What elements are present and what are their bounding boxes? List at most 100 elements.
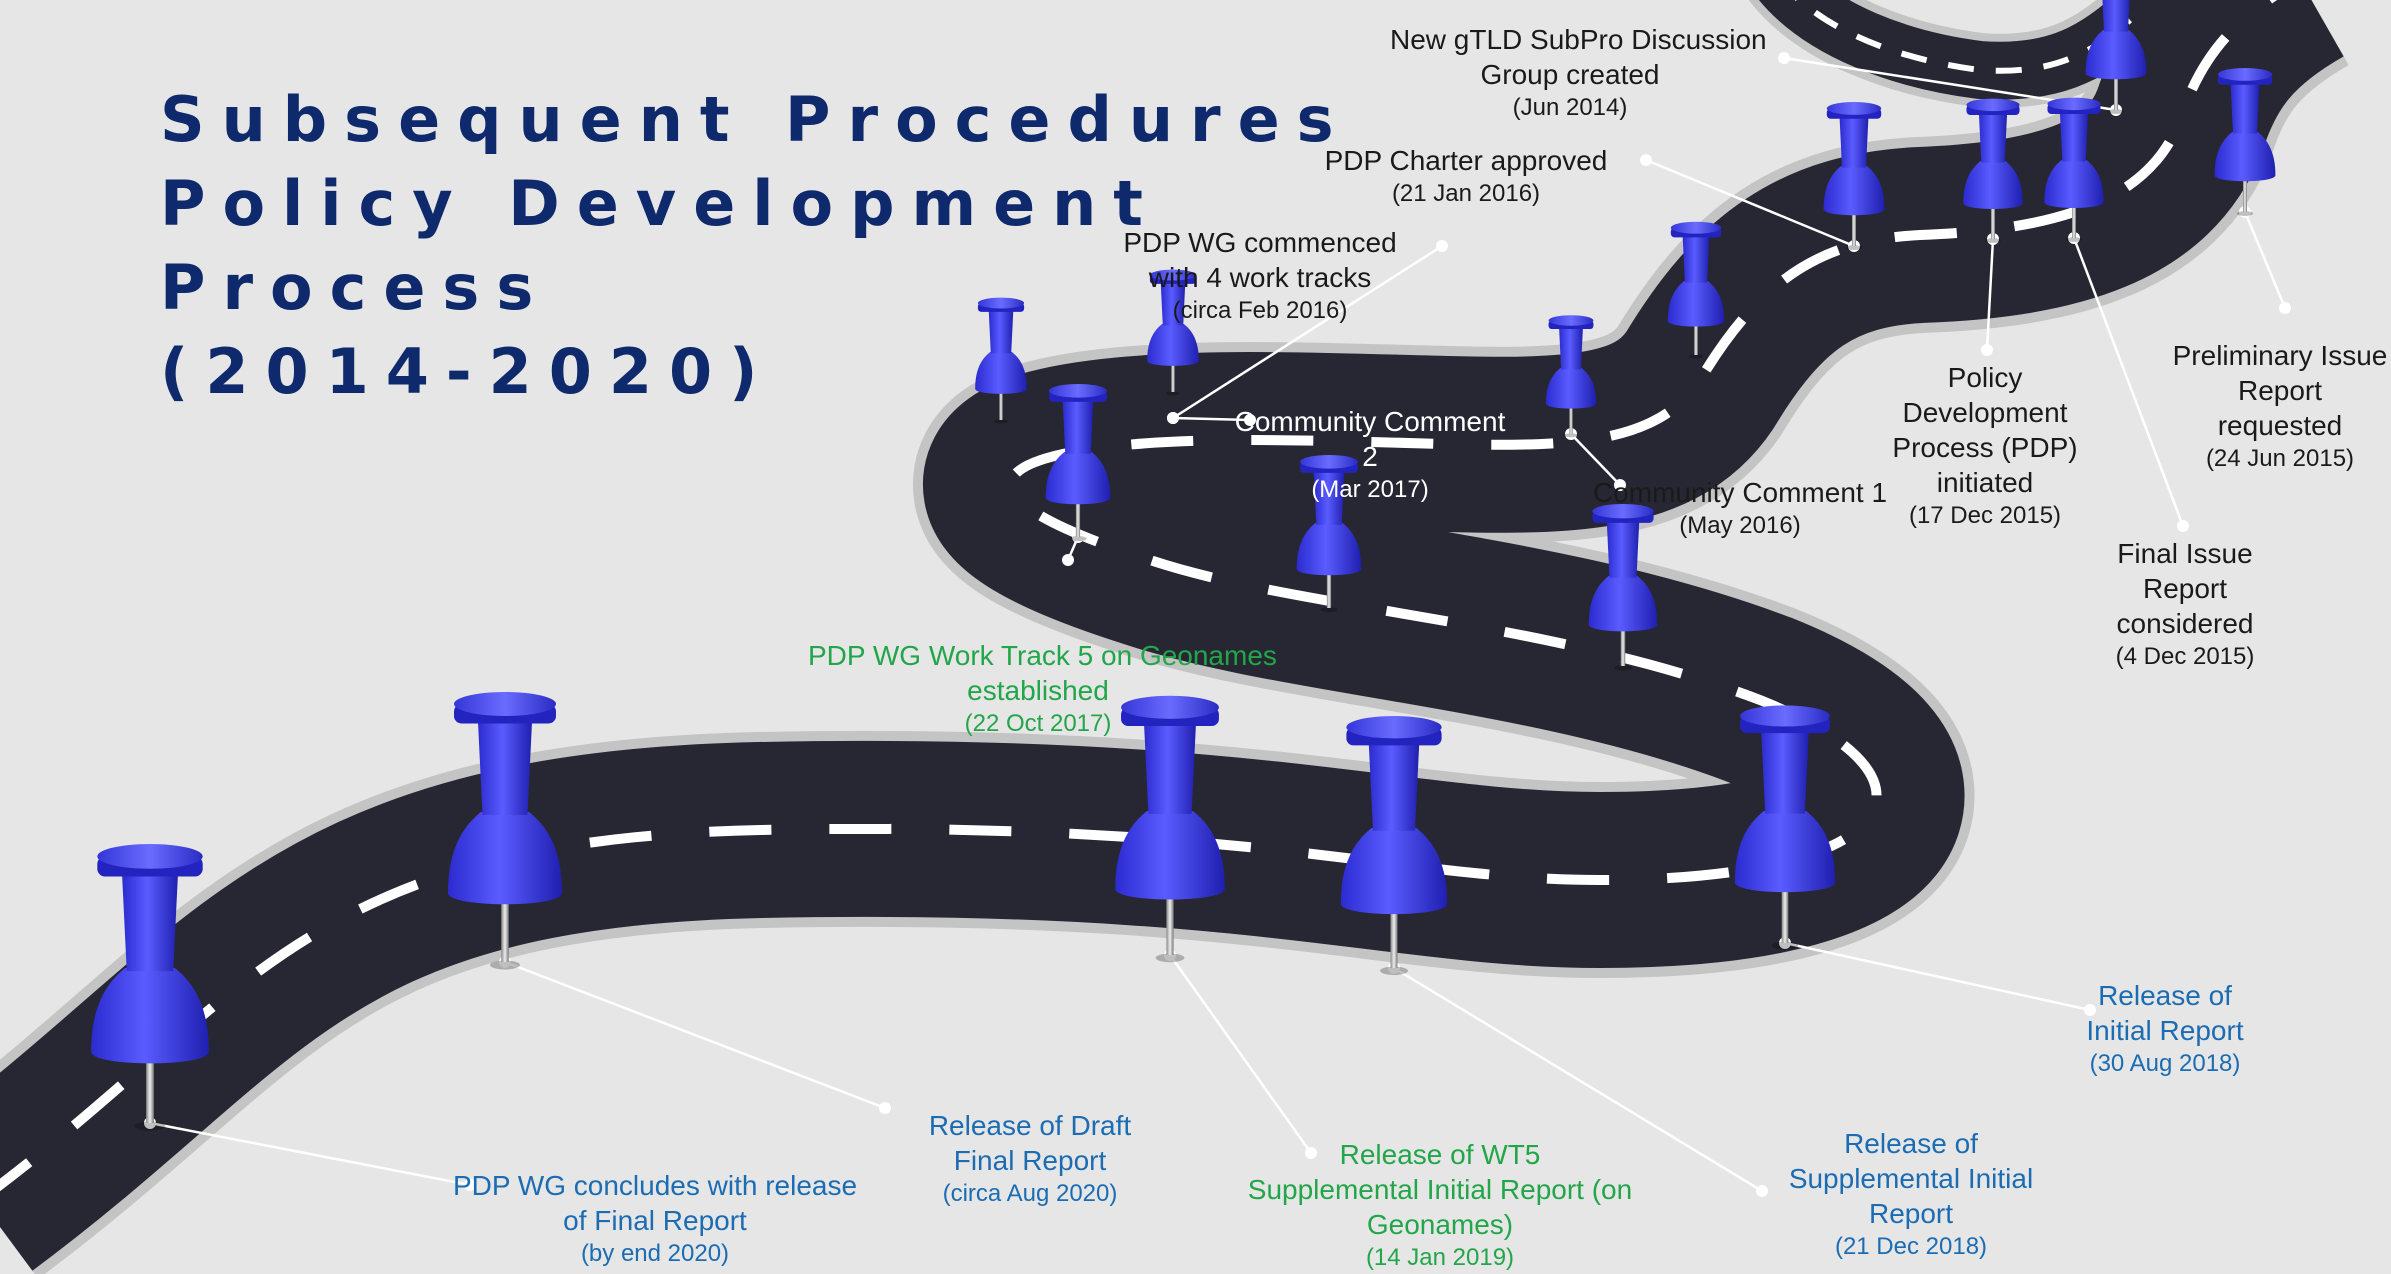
pushpin (2044, 97, 2104, 242)
label-line: initiated (1936, 467, 2034, 498)
leader-dot (2177, 520, 2189, 532)
milestone-label-final-report: PDP WG concludes with release of Final R… (440, 1168, 870, 1269)
leader-dot (1614, 479, 1626, 491)
leader-line (1172, 244, 1443, 420)
milestone-date: (Mar 2017) (1311, 476, 1429, 503)
leader-dot (879, 1102, 891, 1114)
pushpin (1296, 455, 1362, 613)
milestone-label-community-comment-2: Community Comment 2 (Mar 2017) (1220, 404, 1520, 505)
label-line: Release of (1844, 1128, 1978, 1159)
label-line: requested (2217, 410, 2343, 441)
milestone-label-supplemental-initial-report: Release of Supplemental Initial Report (… (1766, 1126, 2056, 1262)
milestone-label-pdp-charter-approved: PDP Charter approved (21 Jan 2016) (1316, 143, 1616, 209)
label-line: Final Issue (2117, 538, 2253, 569)
pushpin (1045, 384, 1111, 542)
leader-dot (1640, 154, 1652, 166)
leader-line (1172, 416, 1251, 422)
pushpin (1340, 716, 1448, 975)
leader-line (149, 1121, 471, 1187)
leader-dot (1436, 240, 1448, 252)
milestone-date: (24 Jun 2015) (2205, 445, 2355, 472)
title-line-2: Policy Development (160, 167, 1160, 240)
milestone-label-draft-final-report: Release of Draft Final Report (circa Aug… (910, 1108, 1150, 1209)
label-line: Preliminary Issue (2172, 340, 2388, 371)
label-line: Final Report (953, 1145, 1107, 1176)
label-line: Initial Report (2086, 1015, 2244, 1046)
pushpins (91, 0, 2276, 1131)
leader-dot (1305, 1147, 1317, 1159)
road-center-dashes (0, 0, 2278, 1192)
milestone-date: (17 Dec 2015) (1908, 502, 2062, 529)
milestone-label-pdp-wg-commenced: PDP WG commenced with 4 work tracks (cir… (1110, 225, 1410, 326)
page-title: Subsequent Procedures Policy Development… (160, 78, 1351, 414)
milestone-date: (4 Dec 2015) (2115, 643, 2255, 670)
leader-line (1985, 238, 1995, 351)
label-line: Community Comment 1 (1592, 477, 1888, 508)
milestone-date: (by end 2020) (580, 1240, 730, 1267)
leader-dot (2068, 232, 2080, 244)
milestone-date: (14 Jan 2019) (1365, 1244, 1515, 1271)
leader-dot (1981, 344, 1993, 356)
label-line: Report (2237, 375, 2323, 406)
pushpin (1588, 504, 1658, 671)
milestone-date: (circa Aug 2020) (942, 1180, 1118, 1207)
label-line: Release of WT5 (1339, 1139, 1541, 1170)
milestone-label-final-issue-report: Final Issue Report considered (4 Dec 201… (2090, 536, 2280, 672)
leader-line (1570, 433, 1621, 486)
label-line: Release of (2098, 980, 2232, 1011)
leader-dot (1062, 554, 1074, 566)
pushpin (1545, 315, 1597, 438)
milestone-label-new-gtld-discussion-group: New gTLD SubPro Discussion Group created… (1390, 22, 1767, 123)
label-line: Supplemental Initial Report (on (1247, 1174, 1633, 1205)
leader-dot (1987, 233, 1999, 245)
leader-dot (2084, 1004, 2096, 1016)
pushpin (2085, 0, 2147, 114)
label-line: PDP Charter approved (1324, 145, 1608, 176)
milestone-date: (circa Feb 2016) (1172, 297, 1348, 324)
leader-lines (144, 52, 2291, 1197)
pushpin (1734, 705, 1836, 950)
milestone-label-initial-report: Release of Initial Report (30 Aug 2018) (2050, 978, 2280, 1079)
title-line-1: Subsequent Procedures (160, 83, 1351, 156)
label-line: Geonames) (1366, 1209, 1514, 1240)
leader-line (1645, 158, 1855, 248)
leader-dot (1778, 52, 1790, 64)
pushpin (975, 297, 1027, 424)
label-line: established (967, 675, 1109, 706)
leader-dot (2279, 302, 2291, 314)
pushpin (1115, 695, 1225, 963)
pushpin (91, 844, 209, 1131)
leader-line (1393, 966, 1763, 1193)
pushpin (1147, 269, 1199, 396)
label-line: Report (1868, 1198, 1954, 1229)
milestone-date: (21 Jan 2016) (1391, 180, 1541, 207)
label-line: Release of Draft (928, 1110, 1132, 1141)
pushpin (1963, 98, 2023, 243)
label-line: of Final Report (563, 1205, 747, 1236)
pushpin (448, 692, 562, 970)
leader-line (2243, 211, 2287, 309)
milestone-date: (May 2016) (1679, 512, 1801, 539)
leader-dot (1244, 414, 1256, 426)
milestone-label-preliminary-issue-report: Preliminary Issue Report requested (24 J… (2170, 338, 2390, 474)
milestone-date: (22 Oct 2017) (964, 710, 1112, 737)
label-line: Policy (1947, 362, 2023, 393)
label-line: 2 (1362, 441, 1378, 472)
label-line: PDP WG concludes with release (452, 1170, 858, 1201)
label-line: PDP WG commenced (1123, 227, 1397, 258)
milestone-label-community-comment-1: Community Comment 1 (May 2016) (1590, 475, 1890, 541)
milestone-date: (21 Dec 2018) (1834, 1233, 1988, 1260)
leader-dot (1167, 412, 1179, 424)
label-line: PDP WG Work Track 5 on Geonames (808, 640, 1277, 671)
label-line: considered (2116, 608, 2254, 639)
leader-line (504, 960, 886, 1110)
label-line: Report (2142, 573, 2228, 604)
pushpin (1823, 102, 1885, 250)
milestone-label-work-track-5: PDP WG Work Track 5 on Geonames establis… (808, 638, 1277, 739)
milestone-date: (30 Aug 2018) (2089, 1050, 2241, 1077)
milestone-label-wt5-supplemental-report: Release of WT5 Supplemental Initial Repo… (1220, 1137, 1660, 1273)
label-line: Community Comment (1234, 406, 1506, 437)
pushpin (2214, 68, 2276, 216)
